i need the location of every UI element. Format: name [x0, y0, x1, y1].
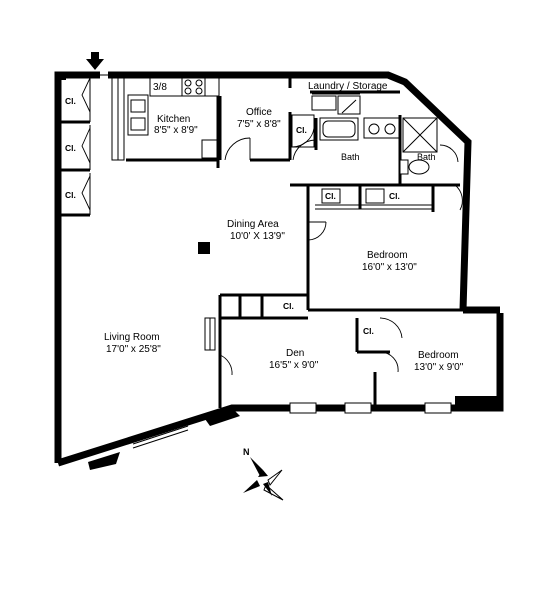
- compass-north-label: N: [243, 447, 250, 457]
- kitchen-name: Kitchen: [157, 114, 190, 125]
- compass-rose: [243, 457, 284, 501]
- svg-text:3/8: 3/8: [153, 82, 167, 93]
- bedroom-2-size: 13'0" x 9'0": [414, 362, 464, 373]
- bedroom-1-name: Bedroom: [367, 250, 408, 261]
- den-windows: [289, 402, 452, 414]
- office-name: Office: [246, 107, 272, 118]
- den-walls: [204, 293, 463, 408]
- entry-arrow-icon: [86, 52, 104, 70]
- closet-label-entry-1: Cl.: [65, 96, 76, 106]
- laundry-label: Laundry / Storage: [308, 81, 388, 92]
- closet-label-bedroom-1a: Cl.: [325, 191, 336, 201]
- structural-columns: [58, 75, 500, 470]
- living-room-window: [132, 425, 189, 449]
- closet-label-entry-2: Cl.: [65, 143, 76, 153]
- living-room-size: 17'0" x 25'8": [106, 344, 161, 355]
- laundry-area: [310, 90, 400, 115]
- bath-1-label: Bath: [341, 152, 360, 162]
- closet-label-office: Cl.: [296, 125, 307, 135]
- entry-closets: [58, 77, 91, 217]
- den-name: Den: [286, 348, 304, 359]
- bedroom-2-name: Bedroom: [418, 350, 459, 361]
- kitchen-size: 8'5" x 8'9": [154, 125, 198, 136]
- bedroom-1-size: 16'0" x 13'0": [362, 262, 417, 273]
- office-size: 7'5" x 8'8": [237, 119, 281, 130]
- kitchen-fixtures: 3/8: [111, 77, 220, 168]
- closet-label-entry-3: Cl.: [65, 190, 76, 200]
- closet-label-bedroom-1b: Cl.: [389, 191, 400, 201]
- bath-2-label: Bath: [417, 152, 436, 162]
- bedroom-1-closets: [306, 184, 463, 310]
- bath-2-fixtures: [399, 117, 459, 175]
- den-size: 16'5" x 9'0": [269, 360, 319, 371]
- closet-label-bedroom-2: Cl.: [363, 326, 374, 336]
- dining-size: 10'0' X 13'9": [230, 231, 285, 242]
- office-walls: [218, 75, 292, 162]
- closet-label-den: Cl.: [283, 301, 294, 311]
- living-room-name: Living Room: [104, 332, 160, 343]
- dining-name: Dining Area: [227, 219, 279, 230]
